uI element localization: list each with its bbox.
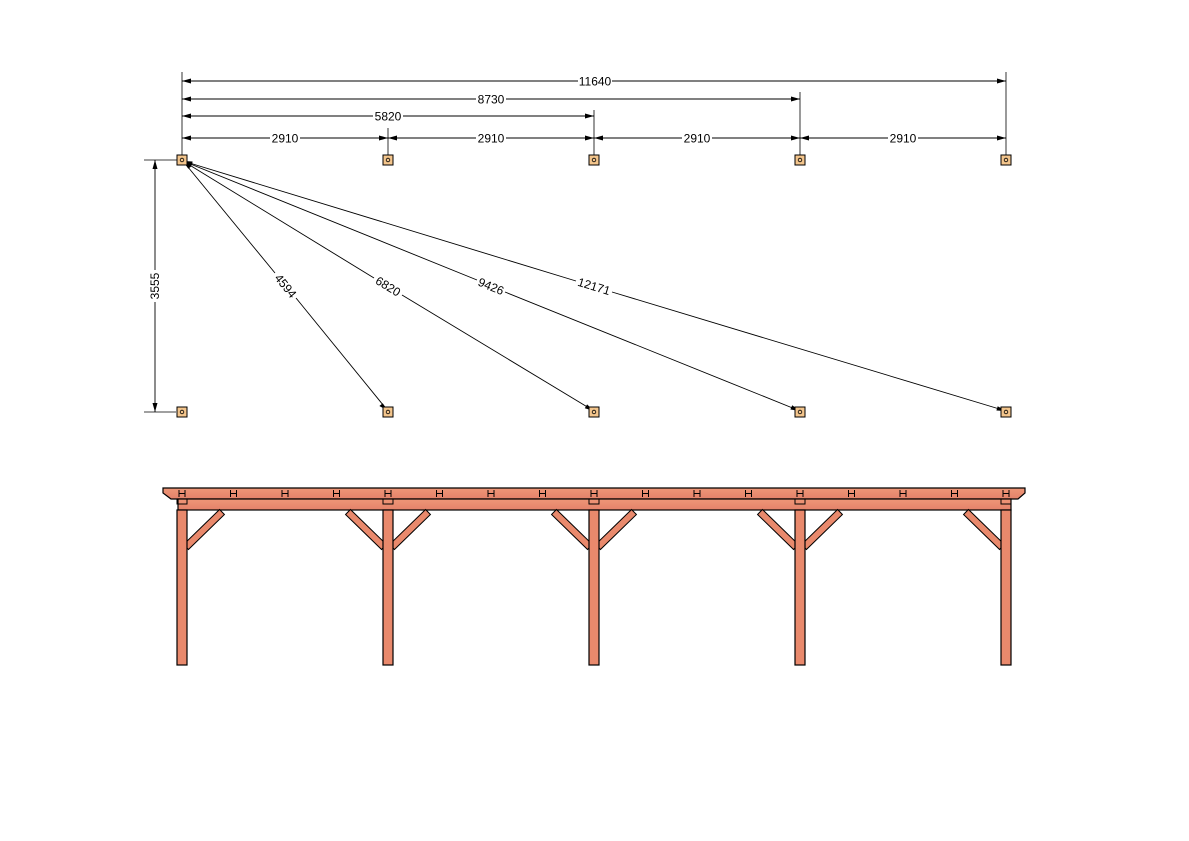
rafter-joint bbox=[951, 490, 958, 497]
dimension-label: 3555 bbox=[148, 272, 162, 299]
braces bbox=[182, 508, 1006, 551]
beam-connector bbox=[1000, 498, 1012, 505]
rafter-joint bbox=[333, 490, 340, 497]
dimension-label: 5820 bbox=[375, 110, 402, 124]
dimension-label: 2910 bbox=[684, 132, 711, 146]
dimension-label: 2910 bbox=[478, 132, 505, 146]
rafter-joint bbox=[796, 490, 804, 497]
rafter-joint bbox=[1002, 490, 1010, 497]
post-footprint bbox=[588, 406, 600, 418]
rafter-joint bbox=[899, 490, 907, 497]
post-footprint bbox=[176, 406, 188, 418]
dimension-label: 6820 bbox=[373, 274, 403, 300]
rafter-joint bbox=[642, 490, 649, 497]
post-footprint bbox=[382, 154, 394, 166]
rafter-joint bbox=[848, 490, 855, 497]
rafter-joint bbox=[745, 490, 752, 497]
dimension-to-fourth-post: 8730 bbox=[182, 93, 800, 107]
knee-brace bbox=[550, 508, 594, 551]
post bbox=[382, 509, 394, 666]
post bbox=[794, 509, 806, 666]
beam-joints bbox=[176, 490, 1012, 505]
diagonal-dimension-4: 12171 bbox=[182, 160, 1007, 412]
post-footprint bbox=[794, 406, 806, 418]
diagonal-dimension-2: 6820 bbox=[182, 160, 595, 412]
dimension-label: 2910 bbox=[890, 132, 917, 146]
rafter-joint bbox=[693, 490, 701, 497]
plan-dimensions: 11640 8730 5820 bbox=[181, 72, 1007, 155]
knee-brace bbox=[388, 508, 432, 551]
post-footprint bbox=[794, 154, 806, 166]
rafter-joint bbox=[384, 490, 392, 497]
dimension-bay-2: 2910 bbox=[388, 132, 594, 146]
rafter-joint bbox=[230, 490, 237, 497]
beam-connector bbox=[176, 498, 188, 505]
post-footprint bbox=[176, 154, 188, 166]
front-elevation bbox=[162, 487, 1026, 666]
rafter-joint bbox=[539, 490, 546, 497]
rafter-joint bbox=[178, 490, 186, 497]
plan-diagonals: 4594 6820 9426 bbox=[182, 160, 1007, 412]
beam-connector bbox=[588, 498, 600, 505]
knee-brace bbox=[182, 508, 226, 551]
dimension-label: 4594 bbox=[272, 271, 300, 301]
dimension-label: 9426 bbox=[476, 275, 506, 298]
knee-brace bbox=[344, 508, 388, 551]
rafter-joint bbox=[281, 490, 289, 497]
dimension-label: 12171 bbox=[576, 275, 612, 298]
post bbox=[176, 509, 188, 666]
diagonal-dimension-1: 4594 bbox=[182, 160, 389, 412]
knee-brace bbox=[962, 508, 1006, 551]
post-footprint bbox=[1000, 154, 1012, 166]
diagonal-dimension-3: 9426 bbox=[182, 160, 801, 412]
beam-connector bbox=[382, 498, 394, 505]
dimension-to-third-post: 5820 bbox=[182, 110, 594, 124]
rafter-joint bbox=[487, 490, 495, 497]
rafter-joint bbox=[590, 490, 598, 497]
beam-connector bbox=[794, 498, 806, 505]
knee-brace bbox=[756, 508, 800, 551]
knee-brace bbox=[594, 508, 638, 551]
dimension-bay-1: 2910 bbox=[182, 132, 388, 146]
rafter-joint bbox=[436, 490, 443, 497]
elevation-posts bbox=[176, 509, 1012, 666]
post-footprint bbox=[1000, 406, 1012, 418]
dimension-bay-3: 2910 bbox=[594, 132, 800, 146]
dimension-overall: 11640 bbox=[182, 75, 1006, 89]
knee-brace bbox=[800, 508, 844, 551]
dimension-label: 8730 bbox=[478, 93, 505, 107]
post-footprint bbox=[382, 406, 394, 418]
dimension-depth: 3555 bbox=[144, 159, 180, 413]
post bbox=[1000, 509, 1012, 666]
plan-posts bbox=[176, 154, 1012, 418]
dimension-bay-4: 2910 bbox=[800, 132, 1006, 146]
post-footprint bbox=[588, 154, 600, 166]
dimension-label: 2910 bbox=[272, 132, 299, 146]
post bbox=[588, 509, 600, 666]
dimension-label: 11640 bbox=[579, 75, 612, 89]
